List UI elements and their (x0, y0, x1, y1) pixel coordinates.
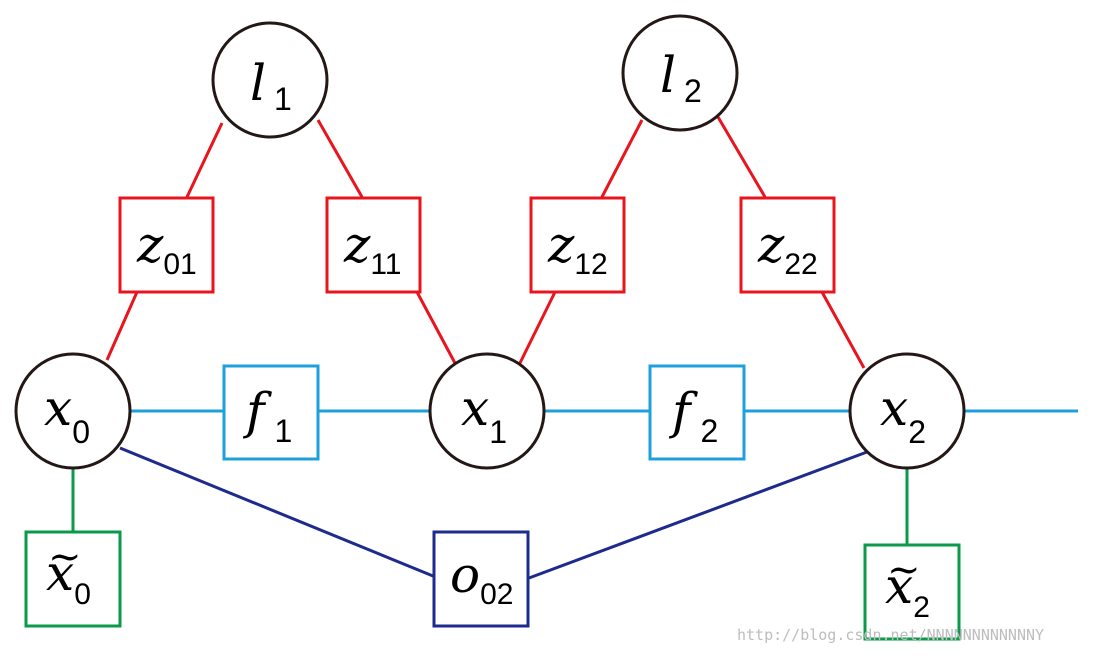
factor-z01 (118, 196, 215, 294)
edge-z12-x1 (517, 291, 557, 366)
node-x0 (14, 352, 132, 470)
label-xt2: x2 (885, 557, 930, 624)
factor-z11 (325, 196, 422, 294)
factor-xt0 (24, 530, 122, 628)
factor-z12 (529, 196, 626, 294)
node-x1 (428, 352, 546, 470)
label-x1: x1 (461, 379, 507, 450)
label-xt0: x0 (46, 544, 91, 611)
edge-z11-x1 (415, 291, 458, 366)
node-l1 (211, 21, 329, 139)
node-x2 (848, 352, 966, 470)
landmark-edges (105, 116, 866, 369)
factor-f2 (648, 364, 746, 461)
label-o02: o02 (450, 546, 513, 611)
edge-z22-x2 (820, 291, 866, 369)
label-xt2-accent: ~ (887, 547, 921, 593)
factor-z22 (739, 196, 836, 294)
edge-l1-z01 (185, 122, 224, 198)
variable-nodes (14, 14, 966, 470)
prior-edges (71, 468, 909, 545)
label-z11: z11 (343, 216, 402, 281)
label-z01: z01 (136, 216, 197, 281)
loop-edges (119, 446, 868, 580)
label-z12: z12 (547, 216, 608, 281)
factor-xt2 (863, 543, 961, 641)
label-x2: x2 (880, 379, 926, 450)
edge-o02-x2 (528, 450, 868, 580)
node-l2 (621, 14, 739, 132)
edge-x0-o02 (119, 446, 434, 578)
watermark: http://blog.csdn.net/NNNNNNNNNNNNY (737, 626, 1044, 644)
label-x0: x0 (44, 379, 90, 450)
factor-nodes (24, 196, 961, 641)
label-xt0-accent: ~ (48, 534, 82, 580)
edge-l2-z22 (716, 116, 767, 198)
factor-o02 (432, 530, 530, 628)
label-z22: z22 (757, 216, 818, 281)
edge-l1-z11 (316, 119, 364, 198)
factor-f1 (222, 364, 320, 461)
edge-l2-z12 (600, 119, 644, 198)
edge-z01-x0 (105, 291, 139, 361)
